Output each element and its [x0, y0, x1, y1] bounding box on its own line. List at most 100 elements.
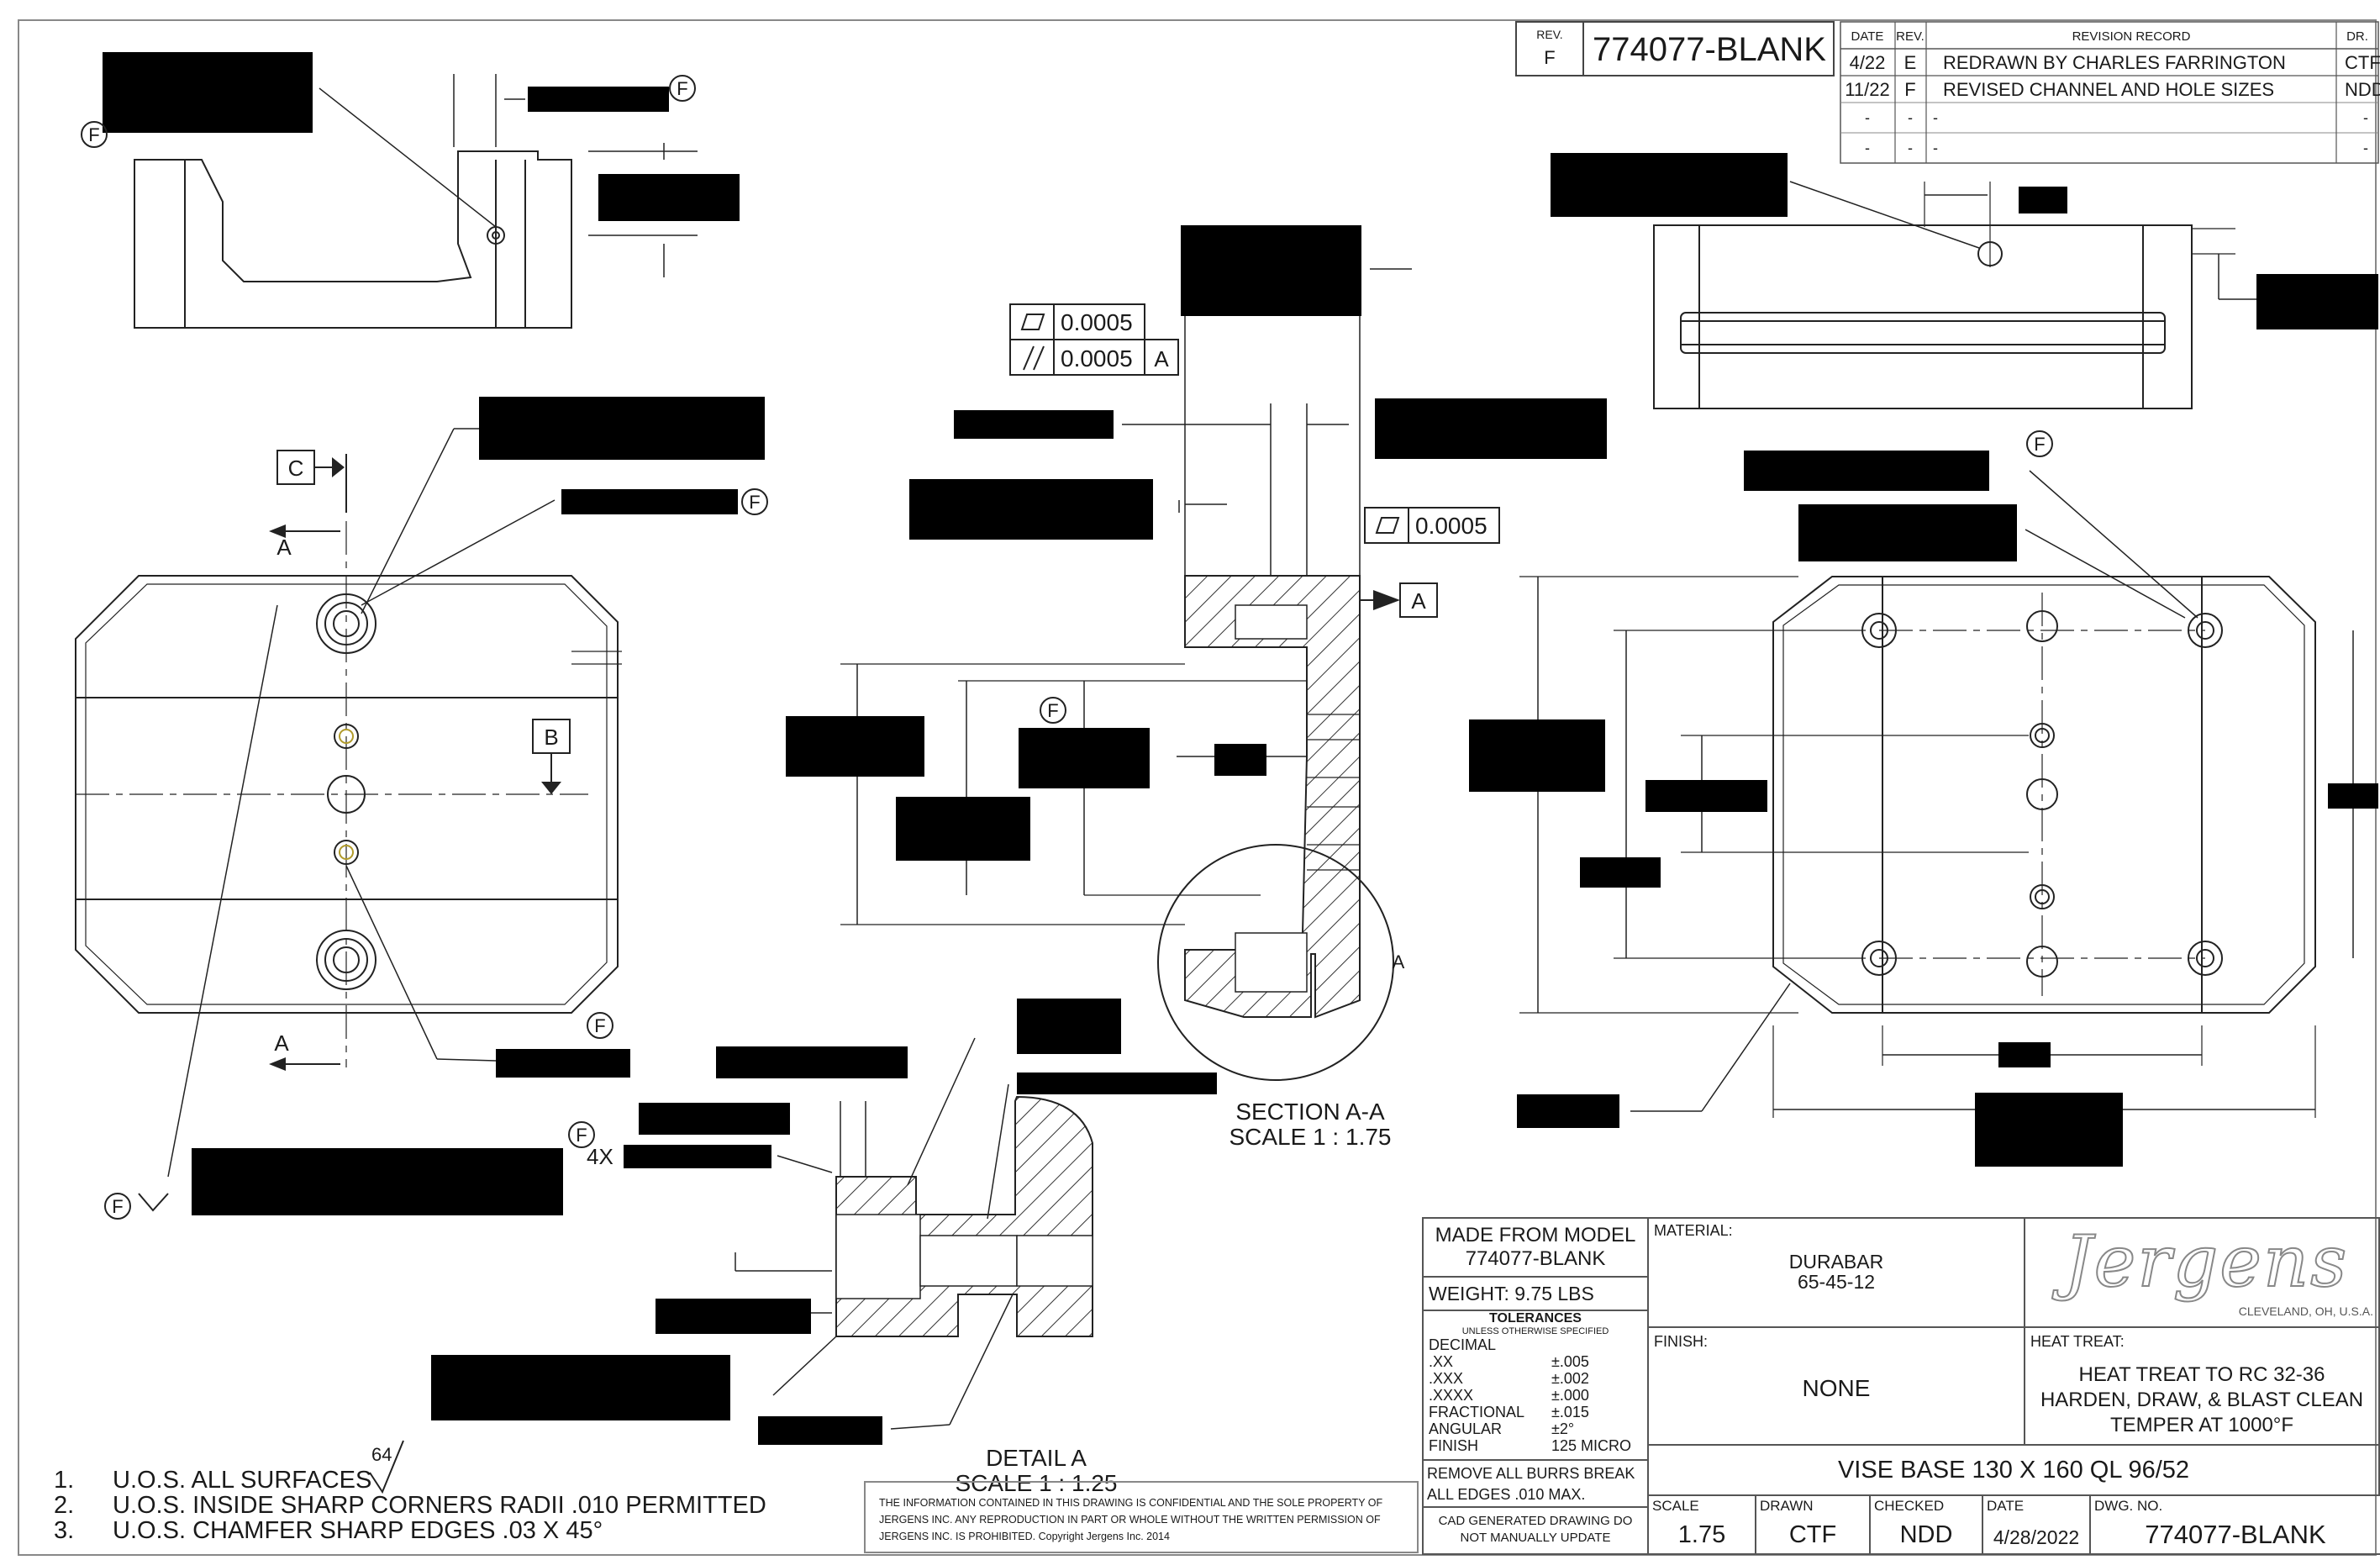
tolerance-row: FRACTIONAL ±.015	[1424, 1404, 1647, 1420]
scale-value: 1.75	[1677, 1521, 1726, 1548]
tolerance-row: .XXX ±.002	[1424, 1370, 1647, 1387]
front-view	[134, 74, 698, 329]
f-flag: F	[81, 121, 108, 148]
f-flag-label: F	[594, 1015, 605, 1036]
redacted-dim	[2256, 274, 2378, 329]
note-number: 2.	[54, 1492, 74, 1519]
section-arrow-bottom: A	[269, 1030, 340, 1071]
tolerance-row: ANGULAR ±2°	[1424, 1420, 1647, 1437]
rev-row-record: REDRAWN BY CHARLES FARRINGTON	[1943, 52, 2286, 73]
rev-row-date: 4/22	[1850, 52, 1886, 73]
weight-cell: WEIGHT: 9.75 LBS	[1422, 1278, 1649, 1311]
redacted-dim	[909, 479, 1153, 540]
heat-treat-line-2: HARDEN, DRAW, & BLAST CLEAN	[2040, 1389, 2364, 1411]
tolerance-row: .XXXX ±.000	[1424, 1387, 1647, 1404]
material-label: MATERIAL:	[1654, 1222, 1733, 1239]
redacted-dim	[954, 410, 1114, 439]
part-title-cell: VISE BASE 130 X 160 QL 96/52	[1649, 1446, 2380, 1496]
dwg-no-cell: DWG. NO. 774077-BLANK	[2091, 1496, 2380, 1555]
finish-label: FINISH:	[1654, 1333, 1709, 1350]
note-number: 3.	[54, 1517, 74, 1544]
tolerance-label: .XXXX	[1429, 1387, 1474, 1404]
tolerance-row: FINISH 125 MICRO	[1424, 1437, 1647, 1454]
material-value-1: DURABAR	[1788, 1251, 1884, 1273]
qty-4x-label: 4X	[587, 1144, 613, 1169]
section-aa-scale: SCALE 1 : 1.75	[1229, 1124, 1391, 1150]
datum-a-label: A	[1411, 588, 1426, 614]
burrs-text: REMOVE ALL BURRS BREAK ALL EDGES .010 MA…	[1427, 1465, 1635, 1503]
redacted-dim	[1551, 153, 1788, 217]
tolerance-value: ±.015	[1551, 1404, 1589, 1420]
f-flag: F	[587, 1012, 613, 1039]
drawn-value: CTF	[1788, 1521, 1837, 1548]
redacted-dim	[786, 716, 924, 777]
section-aa-title: SECTION A-A	[1235, 1099, 1385, 1125]
confidential-notice: THE INFORMATION CONTAINED IN THIS DRAWIN…	[864, 1481, 1419, 1553]
redacted-dim	[1019, 728, 1150, 788]
revision-record-table: DATE REV. REVISION RECORD DR. 4/22 E RED…	[1840, 21, 2380, 164]
redacted-dim	[1798, 504, 2017, 561]
surface-finish-icon	[369, 1440, 404, 1494]
tolerance-label: FRACTIONAL	[1429, 1404, 1525, 1420]
section-arrow-label: A	[274, 1030, 289, 1056]
rev-row-rev: F	[1904, 79, 1915, 100]
redacted-dim	[896, 797, 1030, 861]
date-label: DATE	[1987, 1498, 2025, 1514]
redacted-dim	[1181, 225, 1361, 316]
redacted-dim	[1017, 999, 1121, 1054]
part-title: VISE BASE 130 X 160 QL 96/52	[1837, 1457, 2190, 1484]
weight-text: WEIGHT: 9.75 LBS	[1429, 1283, 1594, 1304]
confidential-text: THE INFORMATION CONTAINED IN THIS DRAWIN…	[879, 1497, 1383, 1542]
checked-value: NDD	[1899, 1521, 1953, 1548]
f-flag: F	[741, 488, 768, 515]
datum-b-label: B	[544, 725, 558, 750]
redacted-dim	[639, 1103, 790, 1135]
f-flag-label: F	[1047, 700, 1058, 721]
datum-b: B	[532, 719, 571, 794]
rev-box: REV. F 774077-BLANK	[1515, 21, 1835, 76]
tolerances-sub: UNLESS OTHERWISE SPECIFIED	[1461, 1326, 1609, 1336]
made-from-label: MADE FROM MODEL	[1435, 1224, 1636, 1246]
note-text: U.O.S. ALL SURFACES	[113, 1467, 371, 1494]
scale-label: SCALE	[1652, 1498, 1699, 1514]
rev-value: F	[1544, 47, 1555, 68]
rev-row-rev: -	[1908, 109, 1913, 126]
redacted-dim	[496, 1049, 630, 1078]
material-value-2: 65-45-12	[1797, 1271, 1876, 1293]
redacted-dim	[716, 1046, 908, 1078]
f-flag-label: F	[677, 78, 687, 99]
f-flag: F	[1040, 697, 1066, 724]
tolerances-cell: TOLERANCES UNLESS OTHERWISE SPECIFIED DE…	[1422, 1311, 1649, 1461]
datum-a: A	[1356, 582, 1438, 618]
redacted-dim	[656, 1299, 811, 1334]
dwg-no-label: DWG. NO.	[2094, 1498, 2163, 1514]
made-from-value: 774077-BLANK	[1465, 1247, 1606, 1270]
tolerance-label: FINISH	[1429, 1437, 1479, 1454]
section-aa-view	[840, 227, 1412, 1081]
rev-row-record: -	[1933, 109, 1938, 126]
f-flag-label: F	[749, 492, 760, 513]
tolerance-row: DECIMAL	[1424, 1336, 1647, 1353]
f-flag-label: F	[88, 124, 99, 145]
gdt-frame-parallel: 0.0005 A	[1009, 339, 1179, 376]
redacted-dim	[1645, 780, 1767, 812]
plan-view	[75, 428, 622, 1178]
rev-row-by: CTF	[2345, 52, 2380, 73]
redacted-dim	[1375, 398, 1607, 459]
scale-cell: SCALE 1.75	[1649, 1496, 1756, 1555]
company-location: CLEVELAND, OH, U.S.A.	[2238, 1304, 2373, 1318]
made-from-model: MADE FROM MODEL 774077-BLANK	[1422, 1217, 1649, 1278]
note-text: U.O.S. INSIDE SHARP CORNERS RADII .010 P…	[113, 1492, 766, 1519]
rev-col-record: REVISION RECORD	[2072, 29, 2191, 44]
tolerance-label: .XXX	[1429, 1370, 1464, 1387]
rev-col-rev: REV.	[1896, 29, 1925, 44]
detail-a-view	[735, 1037, 1093, 1430]
dwg-no-value: 774077-BLANK	[2145, 1520, 2326, 1549]
roughness-value: 64	[371, 1444, 392, 1465]
rev-row-by: NDD	[2345, 79, 2380, 100]
date-cell: DATE 4/28/2022	[1983, 1496, 2091, 1555]
section-arrow-top: A	[269, 524, 340, 560]
cad-note-cell: CAD GENERATED DRAWING DO NOT MANUALLY UP…	[1422, 1508, 1649, 1555]
rev-row-record: REVISED CHANNEL AND HOLE SIZES	[1943, 79, 2274, 100]
